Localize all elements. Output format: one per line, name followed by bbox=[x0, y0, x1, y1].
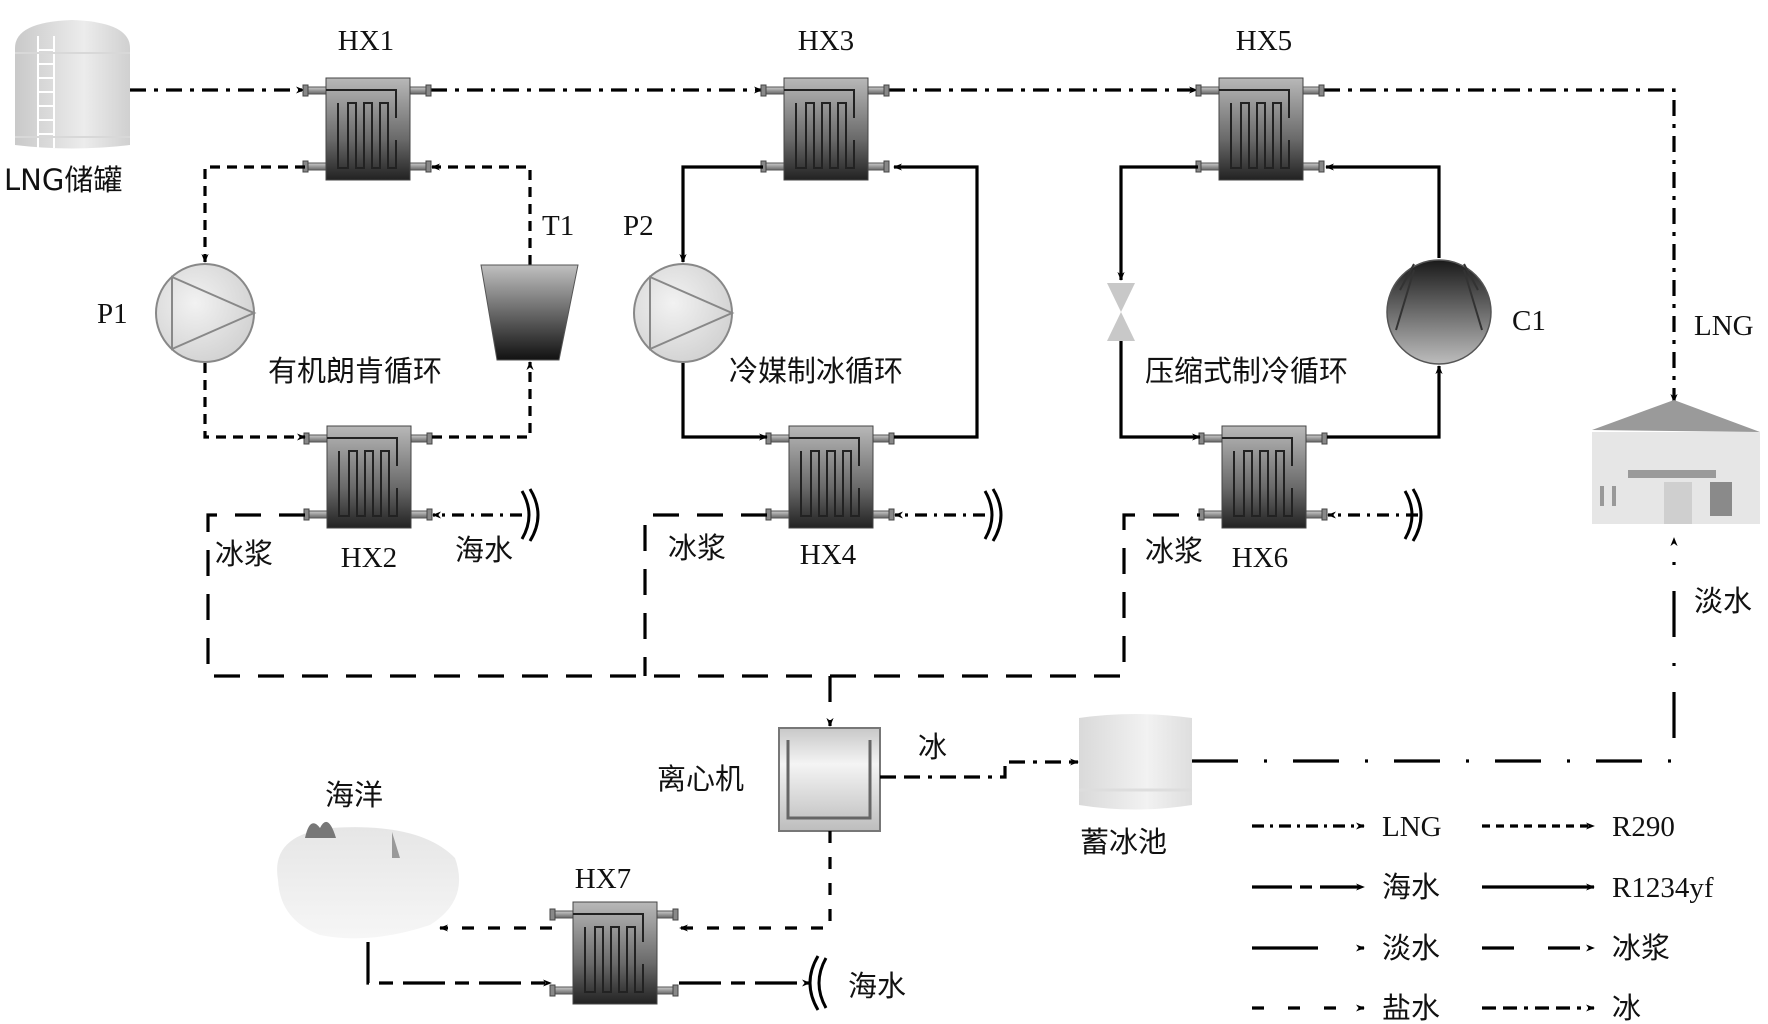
legend-item-ice: 冰 bbox=[1482, 991, 1641, 1024]
legend-item-r1234yf: R1234yf bbox=[1482, 872, 1714, 904]
heat-exchanger-hx4 bbox=[765, 425, 895, 529]
orc-loop-r290 bbox=[201, 163, 534, 441]
heat-exchanger-hx6 bbox=[1198, 425, 1328, 529]
hx5-label: HX5 bbox=[1236, 25, 1292, 57]
turbine-t1 bbox=[480, 264, 579, 361]
seawater-outlet-icon bbox=[808, 955, 828, 1011]
ice-line bbox=[880, 758, 1079, 779]
legend-item-r290: R290 bbox=[1482, 811, 1675, 843]
heat-exchanger-hx2 bbox=[303, 425, 433, 529]
t1-label: T1 bbox=[542, 210, 574, 242]
hx4-label: HX4 bbox=[800, 539, 857, 571]
ice-making-loop-r1234yf bbox=[679, 163, 979, 441]
p1-label: P1 bbox=[97, 298, 128, 330]
centrifuge-label: 离心机 bbox=[657, 762, 744, 796]
hx3-label: HX3 bbox=[798, 25, 854, 57]
legend-item-lng: LNG bbox=[1252, 811, 1442, 843]
seawater-source-icon bbox=[983, 487, 1003, 543]
ocean-icon bbox=[277, 821, 460, 939]
compression-refrigeration-loop bbox=[1117, 163, 1443, 441]
pump-p2 bbox=[633, 263, 733, 363]
ice-storage-tank bbox=[1079, 714, 1192, 810]
seawater-label-hx7: 海水 bbox=[848, 969, 906, 1003]
slurry-label-hx2: 冰浆 bbox=[215, 537, 273, 571]
fresh-water-label: 淡水 bbox=[1694, 584, 1752, 618]
centrifuge bbox=[778, 727, 881, 832]
heat-exchanger-hx3 bbox=[760, 77, 890, 181]
svg-text:冰: 冰 bbox=[1612, 991, 1641, 1024]
orc-cycle-label: 有机朗肯循环 bbox=[268, 354, 442, 388]
hx7-label: HX7 bbox=[575, 863, 631, 895]
p2-label: P2 bbox=[623, 210, 654, 242]
c1-label: C1 bbox=[1512, 305, 1546, 337]
user-lng-label: LNG bbox=[1694, 310, 1754, 342]
lng-storage-tank bbox=[15, 20, 130, 149]
legend-item-seawater: 海水 bbox=[1252, 870, 1440, 904]
compression-cycle-label: 压缩式制冷循环 bbox=[1145, 354, 1348, 388]
legend-item-fresh-water: 淡水 bbox=[1252, 931, 1440, 965]
lng-line-hx5-user bbox=[1324, 88, 1678, 403]
slurry-label-hx4: 冰浆 bbox=[668, 531, 726, 565]
svg-text:盐水: 盐水 bbox=[1382, 991, 1440, 1024]
svg-text:冰浆: 冰浆 bbox=[1612, 931, 1670, 965]
heat-exchanger-hx7 bbox=[549, 901, 679, 1005]
compressor-c1 bbox=[1386, 259, 1492, 365]
heat-exchanger-hx1 bbox=[302, 77, 432, 181]
hx1-label: HX1 bbox=[338, 25, 394, 57]
ice-label: 冰 bbox=[918, 730, 947, 764]
svg-text:淡水: 淡水 bbox=[1382, 931, 1440, 965]
ice-cycle-label: 冷媒制冰循环 bbox=[729, 354, 903, 388]
expansion-valve bbox=[1107, 283, 1135, 341]
svg-text:LNG: LNG bbox=[1382, 811, 1442, 843]
legend-item-brine: 盐水 bbox=[1252, 991, 1440, 1024]
lng-tank-label: LNG储罐 bbox=[4, 163, 122, 197]
ice-slurry-lines bbox=[206, 513, 1200, 727]
user-building bbox=[1592, 400, 1760, 524]
seawater-source-icon bbox=[520, 487, 540, 543]
seawater-label-hx2: 海水 bbox=[455, 533, 513, 567]
hx2-label: HX2 bbox=[341, 542, 397, 574]
lng-main-line bbox=[130, 86, 1678, 403]
svg-text:R1234yf: R1234yf bbox=[1612, 872, 1714, 904]
svg-text:R290: R290 bbox=[1612, 811, 1675, 843]
seawater-line-ocean-hx7 bbox=[366, 942, 552, 987]
fresh-water-line bbox=[1192, 537, 1678, 763]
slurry-label-hx6: 冰浆 bbox=[1145, 534, 1203, 568]
brine-line-centrifuge-hx7 bbox=[679, 831, 832, 932]
heat-exchanger-hx5 bbox=[1195, 77, 1325, 181]
ice-storage-label: 蓄冰池 bbox=[1080, 825, 1167, 859]
pump-p1 bbox=[155, 263, 255, 363]
svg-text:海水: 海水 bbox=[1382, 870, 1440, 904]
legend: LNG R290 海水 R1234yf 淡水 冰浆 盐水 冰 bbox=[1252, 811, 1714, 1024]
legend-item-ice-slurry: 冰浆 bbox=[1482, 931, 1670, 965]
hx6-label: HX6 bbox=[1232, 542, 1288, 574]
ocean-label: 海洋 bbox=[325, 778, 383, 812]
